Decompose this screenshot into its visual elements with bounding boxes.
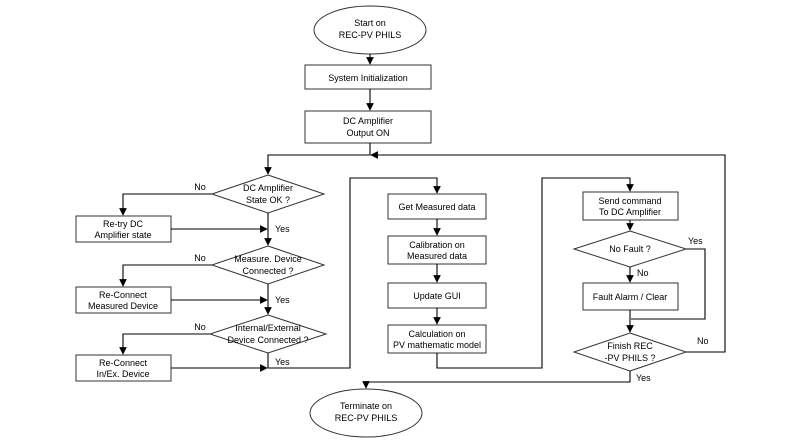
arrow-calculation-to-send [436, 177, 634, 369]
send-command-process: Send command To DC Amplifier [582, 191, 679, 221]
dc-amplifier-output-process: DC Amplifier Output ON [304, 110, 432, 144]
label-internal-no: No [194, 322, 206, 332]
connectors [119, 54, 726, 389]
update-gui-process: Update GUI [387, 282, 487, 309]
label-internal-yes: Yes [275, 357, 290, 367]
finish-text-2: -PV PHILS ? [604, 353, 655, 363]
label-dc-state-yes: Yes [275, 224, 290, 234]
arrow-finish-yes [362, 371, 631, 389]
arrow-internal-no [119, 333, 210, 355]
start-terminal: Start on REC-PV PHILS [313, 5, 427, 55]
send-cmd-text-2: To DC Amplifier [599, 207, 661, 217]
terminate-text-1: Terminate on [340, 401, 392, 411]
arrow-internal-yes-to-get-data [267, 177, 441, 369]
finish-text-1: Finish REC [607, 341, 653, 351]
reconnect-inex-process: Re-Connect In/Ex. Device [75, 354, 172, 382]
system-initialization-process: System Initialization [304, 64, 432, 90]
label-measure-no: No [194, 253, 206, 263]
terminate-text-2: REC-PV PHILS [335, 413, 398, 423]
edge-labels: No Yes No Yes No Yes Yes No No Yes [194, 182, 708, 383]
dc-output-text-1: DC Amplifier [343, 116, 393, 126]
label-finish-no: No [697, 336, 709, 346]
send-cmd-text-1: Send command [598, 196, 661, 206]
fault-alarm-text: Fault Alarm / Clear [593, 292, 668, 302]
fault-alarm-process: Fault Alarm / Clear [582, 282, 679, 311]
internal-external-decision: Internal/External Device Connected ? [208, 314, 328, 354]
get-data-text: Get Measured data [398, 202, 475, 212]
no-fault-decision: No Fault ? [572, 230, 688, 268]
calculation-text-2: PV mathematic model [393, 340, 481, 350]
label-dc-state-no: No [194, 182, 206, 192]
dc-amplifier-state-decision: DC Amplifier State OK ? [210, 174, 326, 214]
reconnect-measured-text-1: Re-Connect [99, 290, 148, 300]
no-fault-text: No Fault ? [609, 244, 651, 254]
retry-dc-process: Re-try DC Amplifier state [75, 215, 172, 243]
arrow-dc-state-no [119, 193, 212, 216]
init-text: System Initialization [328, 73, 408, 83]
start-text-1: Start on [354, 18, 386, 28]
arrow-measure-no [119, 264, 212, 287]
update-gui-text: Update GUI [413, 291, 461, 301]
dc-state-text-2: State OK ? [246, 195, 290, 205]
finish-decision: Finish REC -PV PHILS ? [572, 332, 688, 372]
label-fault-yes: Yes [688, 236, 703, 246]
calculation-process: Calculation on PV mathematic model [387, 324, 487, 354]
calculation-text-1: Calculation on [408, 329, 465, 339]
arrow-finish-no-loop [370, 151, 726, 353]
reconnect-measured-text-2: Measured Device [88, 301, 158, 311]
calibration-text-1: Calibration on [409, 240, 465, 250]
label-finish-yes: Yes [636, 373, 651, 383]
arrow-main-loop [264, 143, 371, 175]
arrow-no-fault-yes [631, 248, 706, 320]
terminate-terminal: Terminate on REC-PV PHILS [309, 388, 423, 438]
dc-output-text-2: Output ON [346, 128, 389, 138]
measure-device-decision: Measure. Device Connected ? [210, 245, 326, 285]
reconnect-inex-text-1: Re-Connect [99, 358, 148, 368]
dc-state-text-1: DC Amplifier [243, 183, 293, 193]
measure-text-1: Measure. Device [234, 254, 302, 264]
get-measured-data-process: Get Measured data [387, 193, 487, 220]
calibration-process: Calibration on Measured data [387, 235, 487, 265]
label-measure-yes: Yes [275, 295, 290, 305]
retry-dc-text-1: Re-try DC [103, 219, 143, 229]
calibration-text-2: Measured data [407, 251, 467, 261]
internal-text-1: Internal/External [235, 323, 301, 333]
retry-dc-text-2: Amplifier state [94, 230, 151, 240]
start-text-2: REC-PV PHILS [339, 30, 402, 40]
measure-text-2: Connected ? [242, 266, 293, 276]
label-fault-no: No [637, 268, 649, 278]
internal-text-2: Device Connected ? [227, 335, 308, 345]
reconnect-measured-process: Re-Connect Measured Device [75, 286, 172, 314]
reconnect-inex-text-2: In/Ex. Device [96, 369, 149, 379]
